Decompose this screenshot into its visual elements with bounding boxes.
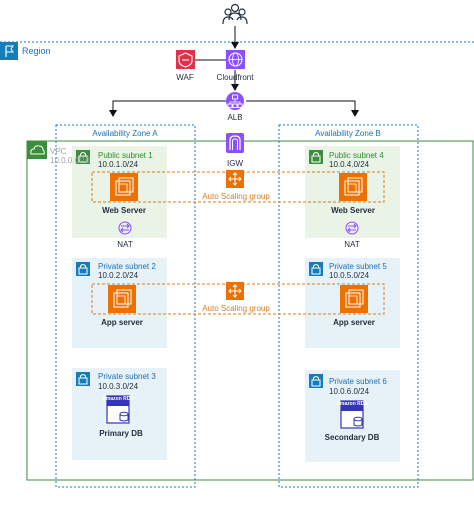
ec2-instances-icon <box>108 285 136 313</box>
auto-scaling-icon <box>226 170 244 188</box>
alb-to-az-a-arrow <box>109 100 226 117</box>
rds-database-icon <box>106 395 130 424</box>
lock-icon <box>76 150 90 164</box>
web-server-a-label: Web Server <box>102 206 146 215</box>
private-subnet-3-cidr: 10.0.3.0/24 <box>98 382 139 391</box>
vpc-boundary <box>26 140 474 481</box>
vpc-label: VPC <box>50 147 67 156</box>
alb-label: ALB <box>227 113 243 122</box>
waf-firewall-icon <box>176 50 195 69</box>
private-subnet-3-name: Private subnet 3 <box>98 372 156 381</box>
auto-scaling-group-web-label: Auto Scaling group <box>202 192 270 201</box>
nat-b-label: NAT <box>344 240 360 249</box>
alb-to-az-b-arrow <box>246 100 359 117</box>
primary-db-label: Primary DB <box>99 429 143 438</box>
auto-scaling-icon <box>226 282 244 300</box>
nat-gateway-icon <box>345 221 359 235</box>
internet-gateway-icon <box>226 133 244 153</box>
cloudfront-globe-icon <box>226 50 245 69</box>
az-b-label: Availability Zone B <box>315 129 381 138</box>
public-subnet-1-cidr: 10.0.1.0/24 <box>98 160 139 169</box>
nat-a-label: NAT <box>117 240 133 249</box>
app-server-a-label: App server <box>101 318 143 327</box>
vpc-cloud-icon <box>27 141 47 159</box>
igw-label: IGW <box>227 159 243 168</box>
ec2-instances-icon <box>340 285 368 313</box>
web-server-b-label: Web Server <box>331 206 375 215</box>
az-a-label: Availability Zone A <box>92 129 158 138</box>
waf-label: WAF <box>176 73 194 82</box>
nat-gateway-icon <box>118 221 132 235</box>
availability-zone-b <box>278 124 419 488</box>
secondary-db-label: Secondary DB <box>324 433 380 442</box>
public-subnet-4-cidr: 10.0.4.0/24 <box>329 160 370 169</box>
region-label: Region <box>22 46 51 56</box>
lock-icon <box>309 262 323 276</box>
cloudfront-label: Cloudfront <box>216 73 254 82</box>
auto-scaling-group-app-label: Auto Scaling group <box>202 304 270 313</box>
load-balancer-icon <box>226 92 244 110</box>
users-icon <box>222 3 248 25</box>
private-subnet-2-name: Private subnet 2 <box>98 262 156 271</box>
public-subnet-4-name: Public subnet 4 <box>329 151 384 160</box>
availability-zone-a <box>55 124 196 488</box>
lock-icon <box>76 372 90 386</box>
vpc-cidr-label: 10.0.0.0/16 <box>50 156 91 165</box>
private-subnet-6-cidr: 10.0.6.0/24 <box>329 387 370 396</box>
region-flag-icon <box>0 42 18 60</box>
private-subnet-2-cidr: 10.0.2.0/24 <box>98 271 139 280</box>
lock-icon <box>76 262 90 276</box>
ec2-instances-icon <box>339 173 367 201</box>
rds-database-icon <box>340 400 364 429</box>
lock-icon <box>309 150 323 164</box>
ec2-instances-icon <box>110 173 138 201</box>
rds-icon-text: Amazon RDS <box>102 396 134 402</box>
lock-icon <box>309 374 323 388</box>
private-subnet-5-cidr: 10.0.5.0/24 <box>329 271 370 280</box>
rds-icon-text: Amazon RDS <box>336 401 368 407</box>
public-subnet-1-name: Public subnet 1 <box>98 151 153 160</box>
private-subnet-5-name: Private subnet 5 <box>329 262 387 271</box>
app-server-b-label: App server <box>333 318 375 327</box>
private-subnet-6-name: Private subnet 6 <box>329 377 387 386</box>
